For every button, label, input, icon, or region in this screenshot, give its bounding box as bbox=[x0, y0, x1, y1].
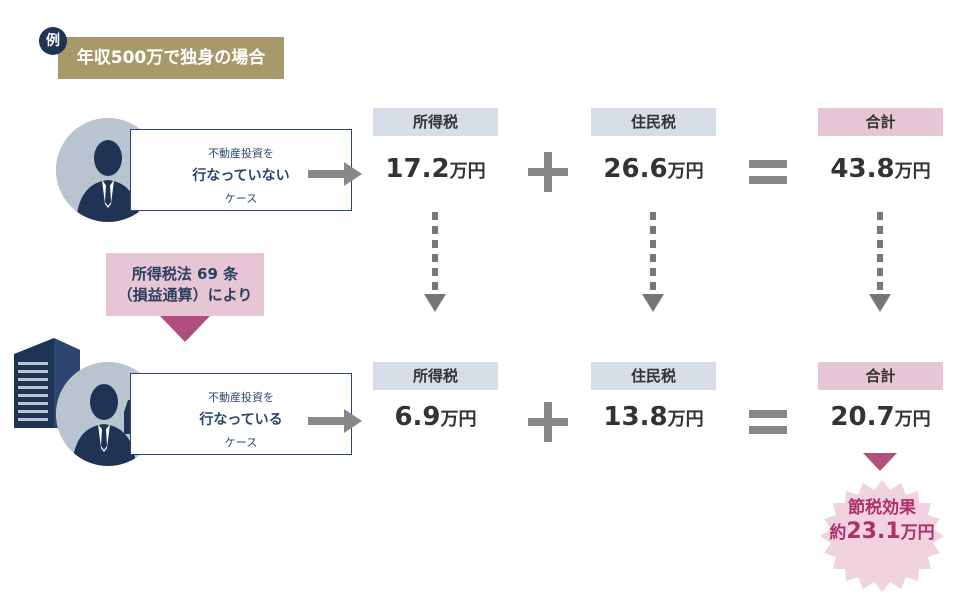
equals-icon bbox=[749, 160, 787, 184]
case-with-label: 不動産投資を 行なっている ケース bbox=[130, 373, 352, 455]
resident-tax-value-2: 13.8 bbox=[603, 402, 668, 432]
law-line2: （損益通算）により bbox=[117, 286, 253, 304]
income-tax-value-1: 17.2 bbox=[385, 154, 450, 184]
case-with-line1: 不動産投資を bbox=[208, 391, 274, 404]
case-title: 年収500万で独身の場合 bbox=[58, 37, 284, 79]
income-tax-header-1: 所得税 bbox=[373, 108, 498, 136]
plus-icon bbox=[528, 402, 568, 442]
down-triangle-icon bbox=[160, 316, 210, 346]
case-with-line2: 行なっている bbox=[199, 412, 283, 428]
law-box: 所得税法 69 条 （損益通算）により bbox=[106, 253, 264, 316]
income-tax-amount-2: 6.9万円 bbox=[373, 402, 498, 432]
dotted-down-arrow-icon bbox=[424, 212, 446, 314]
savings-label: 節税効果 bbox=[848, 498, 916, 518]
unit-label: 万円 bbox=[667, 409, 704, 430]
total-header-2: 合計 bbox=[818, 362, 943, 390]
total-value-2: 20.7 bbox=[830, 402, 895, 432]
savings-value: 23.1 bbox=[846, 519, 901, 544]
total-amount-2: 20.7万円 bbox=[818, 402, 943, 432]
total-amount-1: 43.8万円 bbox=[818, 154, 943, 184]
total-value-1: 43.8 bbox=[830, 154, 895, 184]
law-line1: 所得税法 69 条 bbox=[131, 265, 239, 283]
down-triangle-icon bbox=[863, 453, 897, 475]
dotted-down-arrow-icon bbox=[642, 212, 664, 314]
unit-label: 万円 bbox=[894, 161, 931, 182]
case-without-label: 不動産投資を 行なっていない ケース bbox=[130, 129, 352, 211]
resident-tax-header-2: 住民税 bbox=[591, 362, 716, 390]
unit-label: 万円 bbox=[667, 161, 704, 182]
resident-tax-header-1: 住民税 bbox=[591, 108, 716, 136]
plus-icon bbox=[528, 152, 568, 192]
unit-label: 万円 bbox=[440, 409, 477, 430]
example-badge: 例 bbox=[39, 27, 67, 55]
case-without-line2: 行なっていない bbox=[192, 168, 290, 184]
income-tax-amount-1: 17.2万円 bbox=[373, 154, 498, 184]
dotted-down-arrow-icon bbox=[869, 212, 891, 314]
equals-icon bbox=[749, 410, 787, 434]
case-without-line1: 不動産投資を bbox=[208, 147, 274, 160]
savings-text: 節税効果 約23.1万円 bbox=[812, 497, 952, 546]
unit-label: 万円 bbox=[894, 409, 931, 430]
income-tax-header-2: 所得税 bbox=[373, 362, 498, 390]
right-arrow-icon bbox=[308, 409, 362, 433]
savings-prefix: 約 bbox=[829, 523, 847, 543]
case-without-line3: ケース bbox=[224, 192, 258, 205]
savings-unit: 万円 bbox=[900, 523, 935, 543]
right-arrow-icon bbox=[308, 162, 362, 186]
resident-tax-amount-2: 13.8万円 bbox=[591, 402, 716, 432]
unit-label: 万円 bbox=[449, 161, 486, 182]
resident-tax-amount-1: 26.6万円 bbox=[591, 154, 716, 184]
total-header-1: 合計 bbox=[818, 108, 943, 136]
income-tax-value-2: 6.9 bbox=[394, 402, 441, 432]
resident-tax-value-1: 26.6 bbox=[603, 154, 668, 184]
case-with-line3: ケース bbox=[224, 436, 258, 449]
burst-icon bbox=[812, 478, 952, 598]
